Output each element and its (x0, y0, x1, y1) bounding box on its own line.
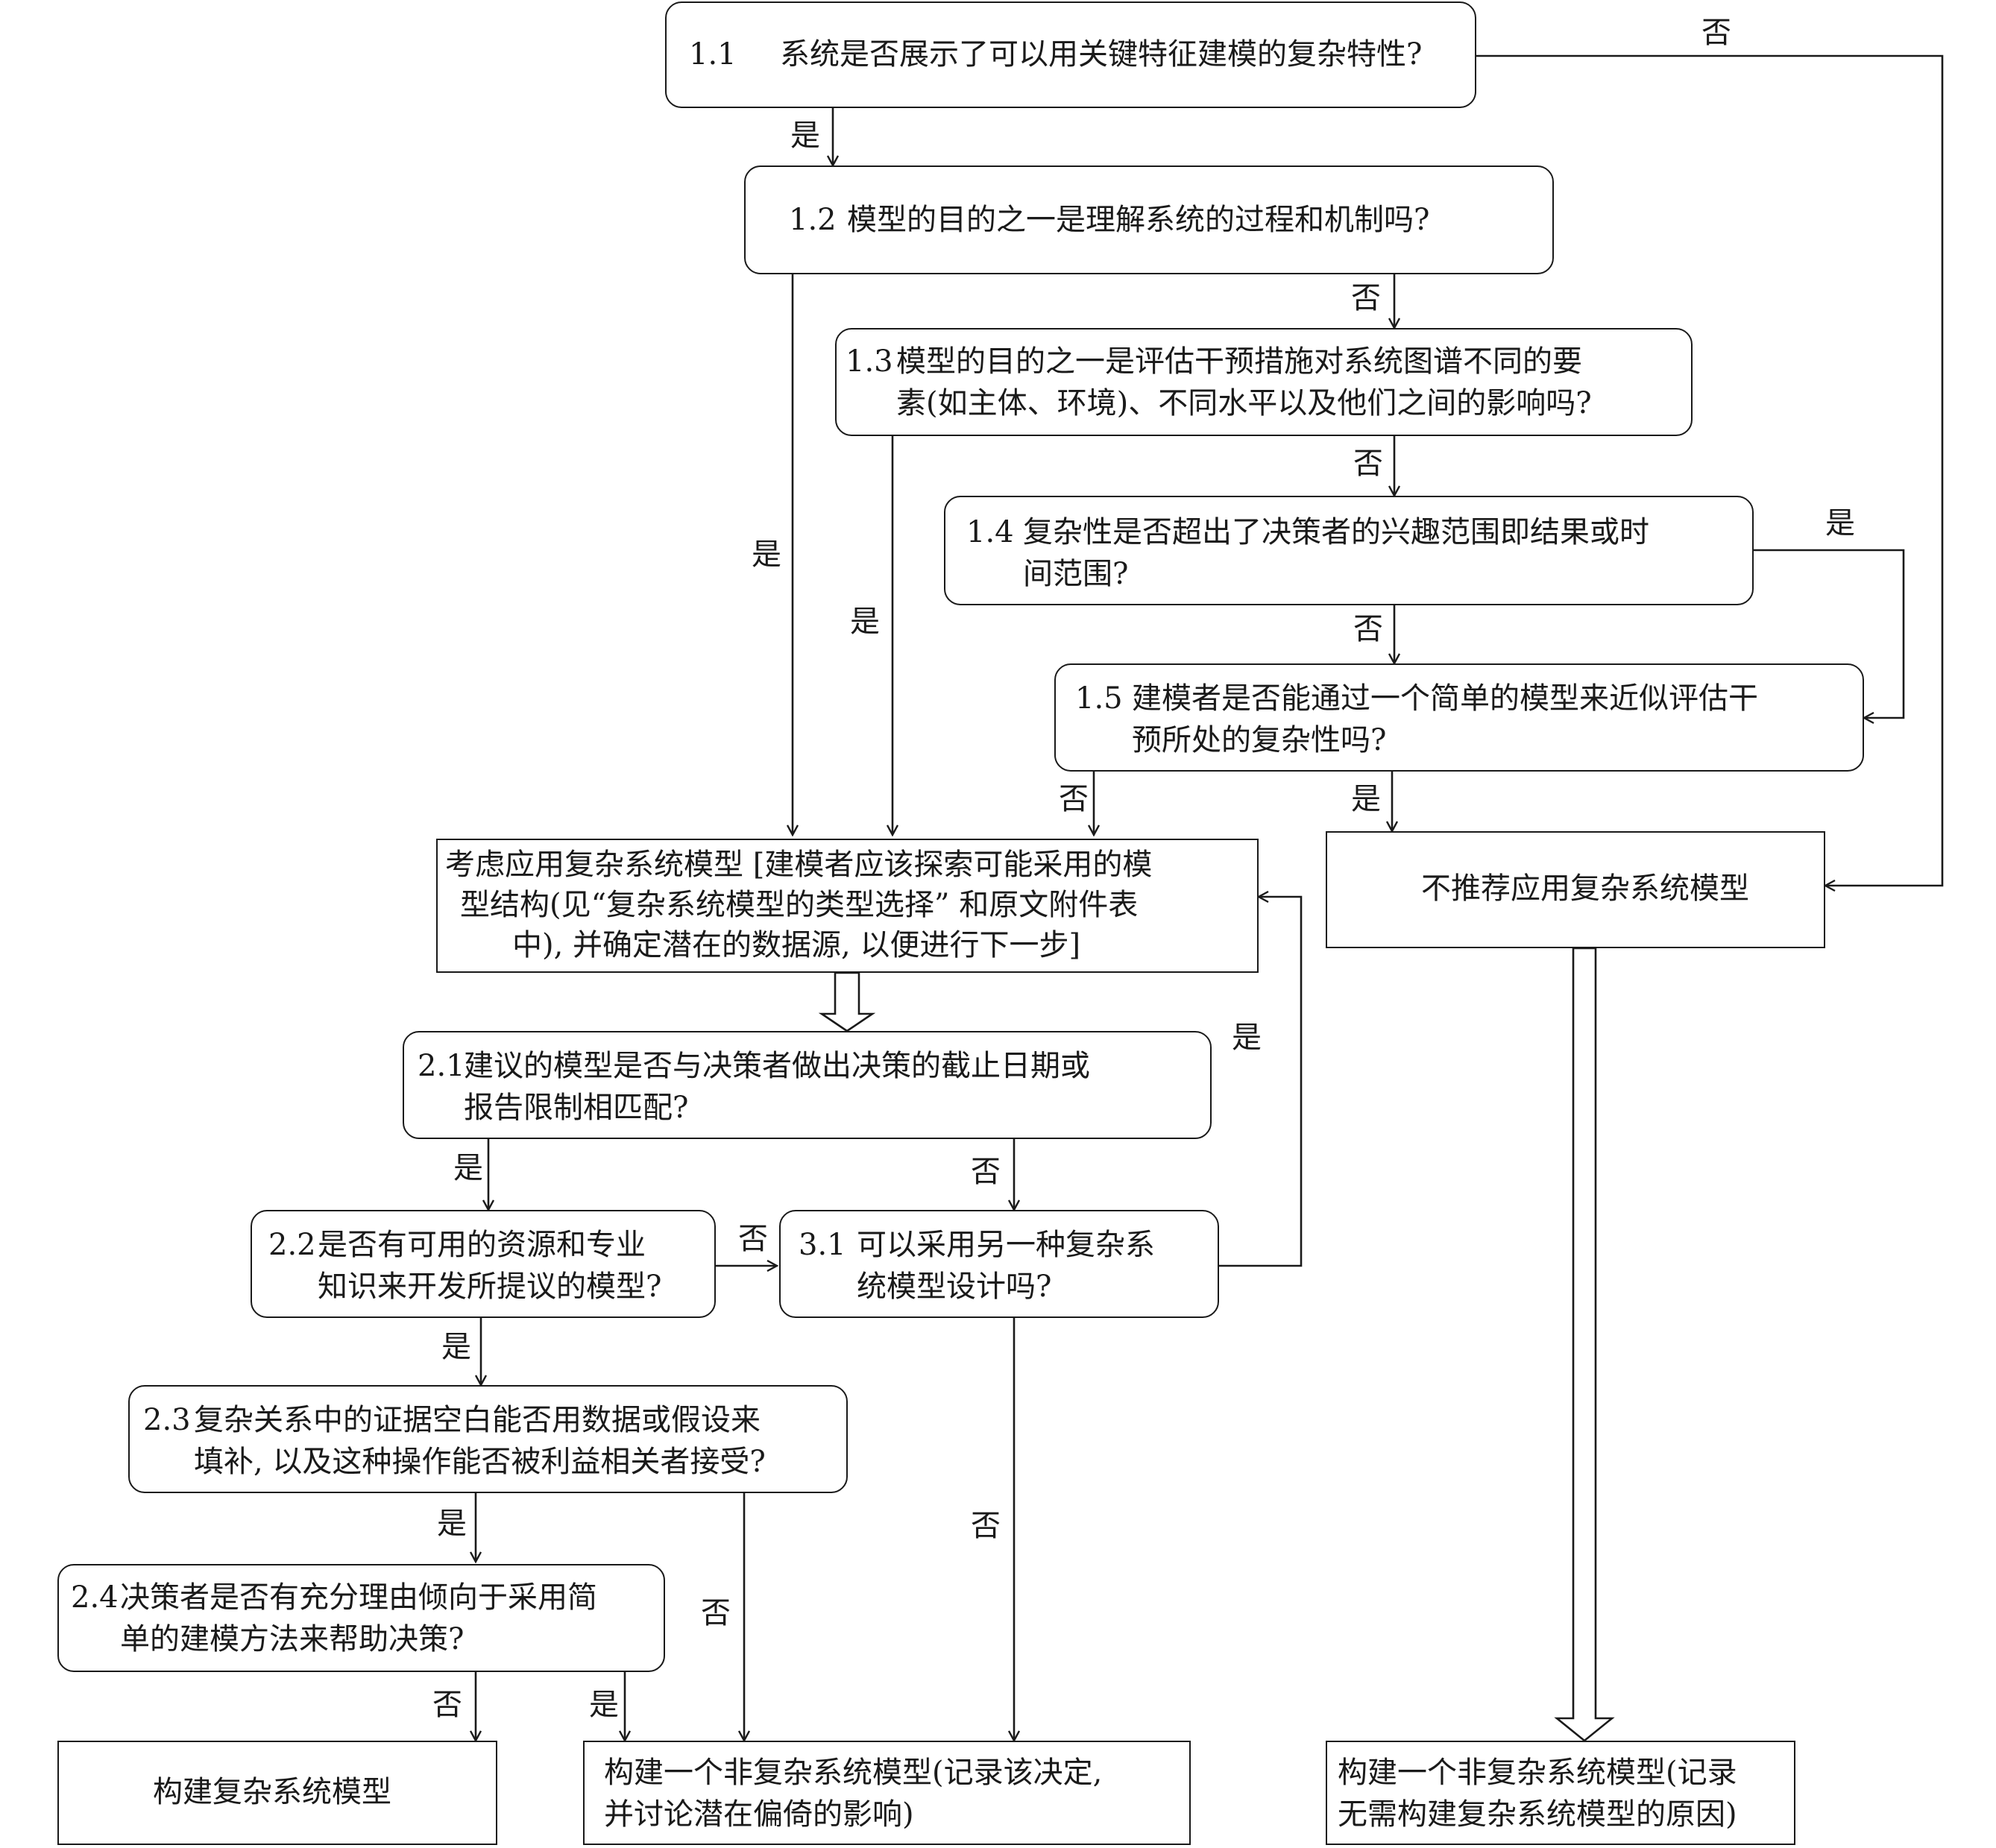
build-complex-text: 构建复杂系统模型 (153, 1775, 391, 1809)
node-2-3: 2.3 复杂关系中的证据空白能否用数据或假设来 填补, 以及这种操作能否被利益相… (128, 1385, 848, 1493)
edge-1-4-yes (1754, 549, 1905, 718)
node-1-1-text: 系统是否展示了可以用关键特征建模的复杂特性? (780, 37, 1423, 72)
hollow-arrow-not-recommended-to-build (1554, 947, 1615, 1742)
node-2-4-text-line2: 单的建模方法来帮助决策? (120, 1622, 465, 1656)
edge-label-1-2-yes: 是 (752, 537, 781, 572)
node-build-noncomplex-document: 构建一个非复杂系统模型(记录该决定, 并讨论潜在偏倚的影响) (583, 1741, 1191, 1845)
node-1-4-text-line2: 间范围? (1023, 557, 1129, 591)
node-3-1-text-line1: 可以采用另一种复杂系 (857, 1228, 1155, 1262)
edge-label-1-2-no: 否 (1351, 281, 1381, 315)
build-noncomplex-reason-line2: 无需构建复杂系统模型的原因) (1338, 1797, 1737, 1832)
node-1-5-text-line2: 预所处的复杂性吗? (1132, 723, 1387, 757)
node-3-1-number: 3.1 (799, 1228, 846, 1262)
edge-label-1-1-no: 否 (1701, 16, 1731, 50)
node-1-5-text-line1: 建模者是否能通过一个简单的模型来近似评估干 (1132, 681, 1758, 716)
edge-label-3-1-no: 否 (971, 1509, 1001, 1543)
node-2-3-number: 2.3 (143, 1403, 191, 1437)
node-1-1: 1.1 系统是否展示了可以用关键特征建模的复杂特性? (665, 1, 1476, 108)
build-noncomplex-doc-line2: 并讨论潜在偏倚的影响) (604, 1797, 914, 1832)
node-1-1-number: 1.1 (689, 37, 737, 72)
edge-label-2-4-yes: 是 (589, 1688, 619, 1722)
node-2-2-text-line1: 是否有可用的资源和专业 (318, 1228, 646, 1262)
edge-label-2-4-no: 否 (432, 1688, 462, 1722)
node-2-1-text-line1: 建议的模型是否与决策者做出决策的截止日期或 (464, 1049, 1090, 1083)
edge-label-2-2-yes: 是 (441, 1330, 471, 1364)
node-1-5-number: 1.5 (1075, 681, 1123, 716)
consider-line1: 考虑应用复杂系统模型 [建模者应该探索可能采用的模 (445, 848, 1153, 882)
edge-label-1-3-no: 否 (1353, 447, 1383, 481)
node-2-2: 2.2 是否有可用的资源和专业 知识来开发所提议的模型? (251, 1210, 716, 1318)
node-1-4-text-line1: 复杂性是否超出了决策者的兴趣范围即结果或时 (1023, 515, 1649, 549)
node-build-noncomplex-reason: 构建一个非复杂系统模型(记录 无需构建复杂系统模型的原因) (1326, 1741, 1795, 1845)
edge-label-1-5-no: 否 (1059, 782, 1089, 816)
node-2-4-number: 2.4 (71, 1580, 119, 1615)
node-2-2-text-line2: 知识来开发所提议的模型? (318, 1270, 662, 1304)
node-2-3-text-line1: 复杂关系中的证据空白能否用数据或假设来 (194, 1403, 761, 1437)
node-3-1-text-line2: 统模型设计吗? (857, 1270, 1052, 1304)
node-consider-complex-model: 考虑应用复杂系统模型 [建模者应该探索可能采用的模 型结构(见“复杂系统模型的类… (436, 839, 1259, 973)
edge-label-1-5-yes: 是 (1351, 782, 1381, 816)
consider-line2: 型结构(见“复杂系统模型的类型选择” 和原文附件表 (460, 888, 1139, 922)
node-build-complex-model: 构建复杂系统模型 (57, 1741, 497, 1845)
edge-label-1-3-yes: 是 (850, 605, 880, 639)
node-1-4-number: 1.4 (966, 515, 1014, 549)
node-1-4: 1.4 复杂性是否超出了决策者的兴趣范围即结果或时 间范围? (944, 496, 1754, 605)
edge-1-1-no (1476, 54, 1944, 886)
edge-label-1-4-no: 否 (1353, 612, 1383, 646)
node-2-4-text-line1: 决策者是否有充分理由倾向于采用简 (120, 1580, 597, 1615)
node-1-2-text: 模型的目的之一是理解系统的过程和机制吗? (847, 203, 1430, 237)
node-3-1: 3.1 可以采用另一种复杂系 统模型设计吗? (779, 1210, 1219, 1318)
node-2-2-number: 2.2 (268, 1228, 316, 1262)
node-1-2: 1.2 模型的目的之一是理解系统的过程和机制吗? (744, 165, 1554, 274)
node-1-3: 1.3 模型的目的之一是评估干预措施对系统图谱不同的要 素(如主体、环境)、不同… (835, 328, 1693, 436)
edge-label-2-1-yes: 是 (453, 1151, 483, 1185)
node-1-3-text-line1: 模型的目的之一是评估干预措施对系统图谱不同的要 (896, 344, 1582, 379)
edge-label-3-1-yes: 是 (1232, 1021, 1262, 1055)
edge-label-2-1-no: 否 (971, 1155, 1001, 1189)
node-1-5: 1.5 建模者是否能通过一个简单的模型来近似评估干 预所处的复杂性吗? (1054, 663, 1864, 772)
node-2-1: 2.1 建议的模型是否与决策者做出决策的截止日期或 报告限制相匹配? (403, 1031, 1212, 1139)
consider-line3: 中), 并确定潜在的数据源, 以便进行下一步] (512, 928, 1081, 962)
edge-label-2-2-no: 否 (738, 1222, 768, 1256)
node-1-3-text-line2: 素(如主体、环境)、不同水平以及他们之间的影响吗? (896, 386, 1592, 420)
node-1-3-number: 1.3 (846, 344, 893, 379)
node-2-1-number: 2.1 (418, 1049, 465, 1083)
edge-3-1-yes (1219, 897, 1303, 1267)
build-noncomplex-reason-line1: 构建一个非复杂系统模型(记录 (1338, 1756, 1737, 1790)
node-2-3-text-line2: 填补, 以及这种操作能否被利益相关者接受? (194, 1445, 766, 1479)
node-not-recommended: 不推荐应用复杂系统模型 (1326, 831, 1825, 948)
edge-label-2-3-no: 否 (701, 1596, 731, 1630)
node-2-4: 2.4 决策者是否有充分理由倾向于采用简 单的建模方法来帮助决策? (57, 1564, 665, 1672)
edge-label-2-3-yes: 是 (437, 1507, 467, 1541)
not-recommended-text: 不推荐应用复杂系统模型 (1421, 871, 1749, 906)
hollow-arrow-consider-to-2-1 (818, 971, 876, 1032)
edge-label-1-4-yes: 是 (1825, 506, 1855, 540)
edge-label-1-1-yes: 是 (790, 119, 820, 153)
build-noncomplex-doc-line1: 构建一个非复杂系统模型(记录该决定, (604, 1756, 1103, 1790)
node-1-2-number: 1.2 (789, 203, 837, 237)
node-2-1-text-line2: 报告限制相匹配? (464, 1091, 689, 1125)
